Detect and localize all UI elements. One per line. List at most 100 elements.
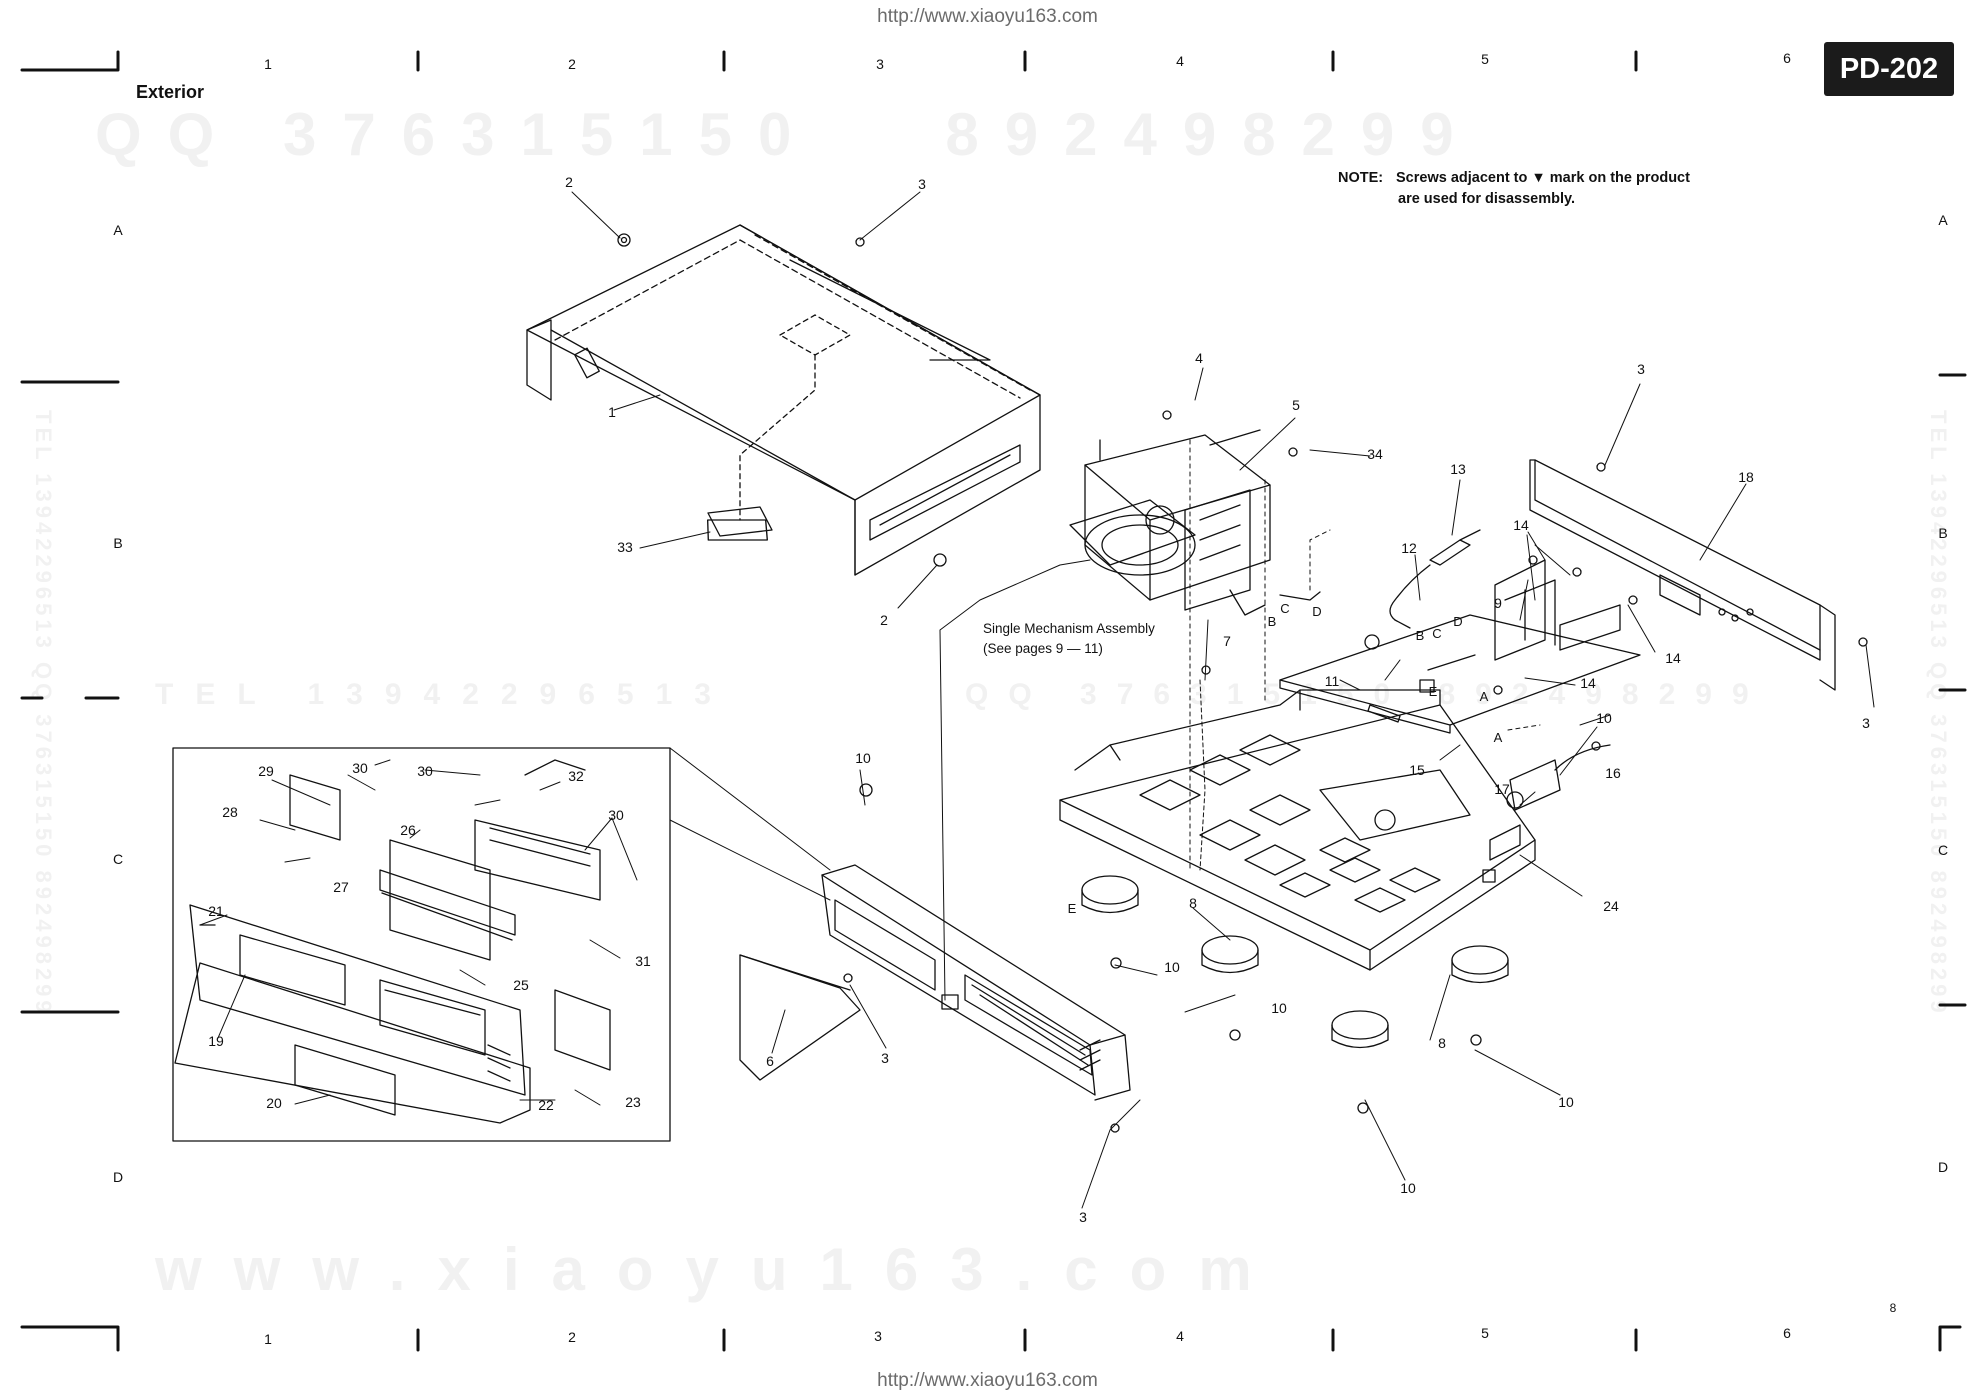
callout-24: 24 [1603, 898, 1619, 914]
grid-col-6-bottom: 6 [1783, 1325, 1791, 1341]
callout-6: 6 [766, 1053, 774, 1069]
power-transformer [1494, 559, 1621, 661]
mechanism-label-line-2: (See pages 9 — 11) [983, 641, 1103, 656]
callout-3-right: 3 [1862, 715, 1870, 731]
callout-30-a: 30 [352, 760, 368, 776]
callout-10-front: 10 [855, 750, 871, 766]
grid-col-6-top: 6 [1783, 50, 1791, 66]
grid-col-2-top: 2 [568, 56, 576, 72]
grid-row-d-right: D [1938, 1159, 1948, 1175]
section-title: Exterior [136, 82, 205, 102]
grid-row-c-right: C [1938, 842, 1948, 858]
callout-1: 1 [608, 404, 616, 420]
connector-e-pcb: E [1429, 684, 1438, 699]
front-panel-inset [172, 747, 671, 1142]
callout-17: 17 [1494, 781, 1510, 797]
grid-col-1-top: 1 [264, 56, 272, 72]
callout-33: 33 [617, 539, 633, 555]
top-cover [526, 224, 1041, 576]
callout-31: 31 [635, 953, 651, 969]
dashed-guides [1189, 439, 1541, 871]
callout-29: 29 [258, 763, 274, 779]
callout-20: 20 [266, 1095, 282, 1111]
connector-d-pcb: D [1453, 614, 1462, 629]
callout-14-a: 14 [1513, 517, 1529, 533]
callout-30-c: 30 [608, 807, 624, 823]
connector-a-mech: A [1494, 730, 1503, 745]
main-pcb [1279, 614, 1641, 734]
connector-d-mech: D [1312, 604, 1321, 619]
grid-row-d-left: D [113, 1169, 123, 1185]
callout-22: 22 [538, 1097, 554, 1113]
grid-col-3-top: 3 [876, 56, 884, 72]
output-jack-assembly [1506, 744, 1611, 811]
callout-28: 28 [222, 804, 238, 820]
callout-7: 7 [1223, 633, 1231, 649]
leader-lines [199, 191, 1875, 1209]
label-sticker [706, 506, 773, 541]
callout-26: 26 [400, 822, 416, 838]
callout-14-c: 14 [1580, 675, 1596, 691]
connector-e-mech: E [1068, 901, 1077, 916]
callout-12: 12 [1401, 540, 1417, 556]
disassembly-note: NOTE: Screws adjacent to ▼ mark on the pr… [1338, 168, 1690, 210]
rear-panel [1529, 459, 1836, 691]
chassis [1059, 689, 1536, 971]
grid-row-b-left: B [113, 535, 122, 551]
callout-3-top: 3 [918, 176, 926, 192]
callout-3-bottom: 3 [1079, 1209, 1087, 1225]
callout-2-top: 2 [565, 174, 573, 190]
note-line-1: Screws adjacent to ▼ mark on the product [1396, 170, 1690, 186]
connector-c-mech: C [1280, 601, 1289, 616]
registration-marks [20, 50, 1967, 1352]
callout-23: 23 [625, 1094, 641, 1110]
grid-col-4-bottom: 4 [1176, 1328, 1184, 1344]
callout-4: 4 [1195, 350, 1203, 366]
ac-cord [1389, 529, 1481, 629]
callout-16: 16 [1605, 765, 1621, 781]
callout-19: 19 [208, 1033, 224, 1049]
callout-11: 11 [1325, 673, 1340, 689]
grid-col-2-bottom: 2 [568, 1329, 576, 1345]
callout-5: 5 [1292, 397, 1300, 413]
callout-10-right: 10 [1596, 710, 1612, 726]
callout-10-mid: 10 [1271, 1000, 1287, 1016]
mechanism-assembly [1069, 429, 1321, 616]
callout-10-foot: 10 [1164, 959, 1180, 975]
callout-34: 34 [1367, 446, 1383, 462]
page-marker: 8 [1890, 1301, 1897, 1315]
feet [1081, 875, 1509, 1049]
grid-row-c-left: C [113, 851, 123, 867]
callout-numbers: 2 3 1 33 2 4 5 34 13 3 18 14 12 9 14 3 1… [208, 174, 1870, 1225]
note-label: NOTE: [1338, 170, 1384, 186]
grid-labels: 1 2 3 4 5 6 1 2 3 4 5 6 A B C D A B C D … [113, 50, 1948, 1347]
connector-letters: B C D E A B C D E A [1068, 601, 1503, 916]
callout-21: 21 [208, 903, 224, 919]
grid-row-b-right: B [1938, 525, 1947, 541]
screws [617, 233, 1868, 1133]
grid-row-a-left: A [113, 222, 123, 238]
callout-27: 27 [333, 879, 349, 895]
callout-30-b: 30 [417, 763, 433, 779]
callout-25: 25 [513, 977, 529, 993]
grid-col-3-bottom: 3 [874, 1328, 882, 1344]
connector-a-pcb: A [1480, 689, 1489, 704]
top-url: http://www.xiaoyu163.com [877, 6, 1098, 27]
model-badge: PD-202 [1824, 42, 1954, 96]
callout-9: 9 [1494, 595, 1502, 611]
callout-10-bottom: 10 [1400, 1180, 1416, 1196]
callout-10-lower-right: 10 [1558, 1094, 1574, 1110]
disc-door [739, 954, 861, 1081]
callout-8-left: 8 [1189, 895, 1197, 911]
mechanism-label: Single Mechanism Assembly (See pages 9 —… [983, 619, 1155, 659]
callout-3-rear: 3 [1637, 361, 1645, 377]
connector-b-mech: B [1268, 614, 1277, 629]
grid-col-4-top: 4 [1176, 53, 1184, 69]
connector-b-pcb: B [1416, 628, 1425, 643]
callout-13: 13 [1450, 461, 1466, 477]
front-panel [821, 864, 1131, 1101]
callout-15: 15 [1409, 762, 1425, 778]
connector-c-pcb: C [1432, 626, 1441, 641]
grid-col-1-bottom: 1 [264, 1331, 272, 1347]
